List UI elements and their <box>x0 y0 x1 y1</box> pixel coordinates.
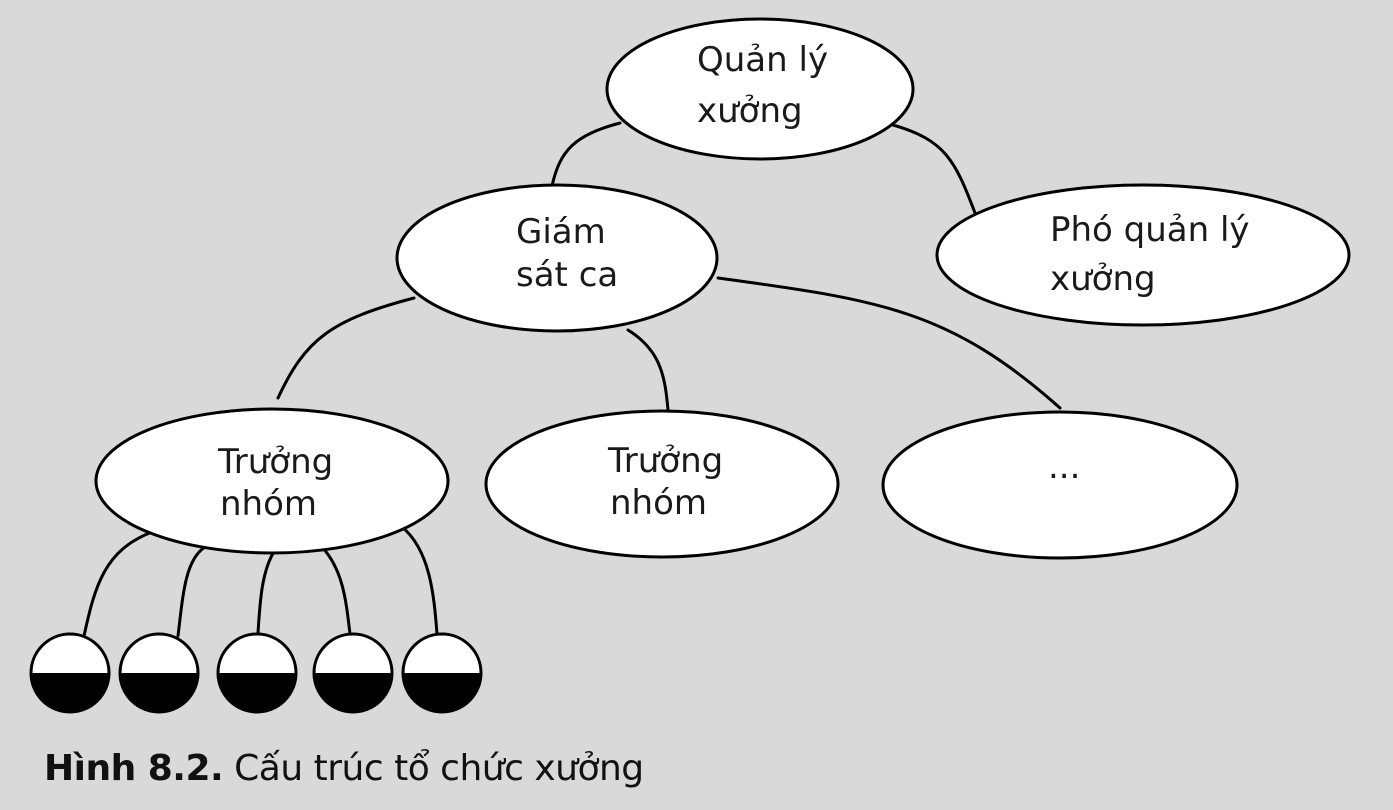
worker-3 <box>216 632 298 714</box>
node-team-leader-2-label-1: Trưởng <box>607 441 723 481</box>
node-team-leader-2-label-2: nhóm <box>610 483 707 523</box>
node-more <box>881 410 1239 560</box>
connector-leader1-worker1 <box>82 530 154 638</box>
worker-4 <box>312 632 394 714</box>
worker-1 <box>29 632 111 714</box>
figure-caption-text: Cấu trúc tổ chức xưởng <box>234 748 644 789</box>
connector-supervisor-leader1 <box>276 296 416 400</box>
worker-2 <box>118 632 200 714</box>
node-deputy-manager <box>935 183 1351 327</box>
node-shift-supervisor-label-2: sát ca <box>516 255 618 295</box>
node-team-leader-1-label-1: Trưởng <box>217 442 333 482</box>
node-team-leader-2 <box>484 409 840 559</box>
connector-leader1-worker2 <box>176 545 207 638</box>
node-factory-manager-label-1: Quản lý <box>697 40 828 80</box>
connector-leader1-worker4 <box>320 545 352 636</box>
figure-caption: Hình 8.2. Cấu trúc tổ chức xưởng <box>44 748 644 789</box>
connector-supervisor-leader2 <box>626 328 670 412</box>
node-shift-supervisor-label-1: Giám <box>516 212 606 252</box>
node-team-leader-1 <box>94 407 450 555</box>
connector-leader1-worker3 <box>256 548 277 635</box>
node-deputy-manager-label-2: xưởng <box>1050 259 1156 299</box>
connectors <box>82 121 1062 638</box>
connector-manager-deputy <box>891 123 977 215</box>
connector-leader1-worker5 <box>400 525 439 636</box>
org-chart-diagram: Quản lý xưởng Giám sát ca Phó quản lý xư… <box>29 17 1351 714</box>
node-factory-manager <box>605 17 915 161</box>
node-shift-supervisor <box>395 183 719 333</box>
connector-supervisor-more <box>716 276 1062 410</box>
worker-5 <box>401 632 483 714</box>
connector-manager-supervisor <box>550 121 622 188</box>
node-deputy-manager-label-1: Phó quản lý <box>1050 210 1250 250</box>
figure-caption-label: Hình 8.2. <box>44 748 224 789</box>
node-team-leader-1-label-2: nhóm <box>220 484 317 524</box>
node-factory-manager-label-2: xưởng <box>697 91 803 131</box>
node-more-label: ... <box>1048 447 1080 487</box>
